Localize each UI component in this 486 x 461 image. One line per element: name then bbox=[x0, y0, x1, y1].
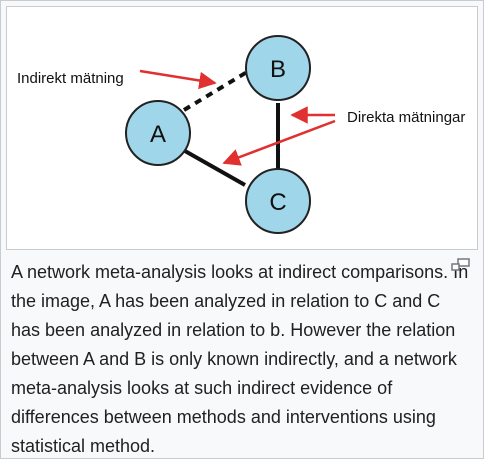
edge-a-c bbox=[184, 149, 246, 187]
label-indirect: Indirekt mätning bbox=[17, 70, 124, 87]
node-c bbox=[245, 168, 311, 234]
node-b-label: B bbox=[270, 56, 286, 83]
edge-a-b-indirect bbox=[182, 70, 249, 112]
magnify-clip-icon[interactable] bbox=[451, 258, 471, 272]
node-c-label: C bbox=[269, 189, 286, 216]
node-a bbox=[125, 100, 191, 166]
node-b bbox=[245, 35, 311, 101]
network-diagram: B A C Indirekt mätning Direkta mätningar bbox=[17, 35, 465, 234]
arrow-indirect bbox=[139, 69, 217, 90]
label-direct: Direkta mätningar bbox=[347, 109, 465, 126]
figure-caption: A network meta-analysis looks at indirec… bbox=[11, 262, 469, 456]
node-a-label: A bbox=[150, 121, 166, 148]
network-diagram-image[interactable]: B A C Indirekt mätning Direkta mätningar bbox=[6, 6, 478, 250]
arrow-direct-to-a-c bbox=[222, 119, 336, 166]
